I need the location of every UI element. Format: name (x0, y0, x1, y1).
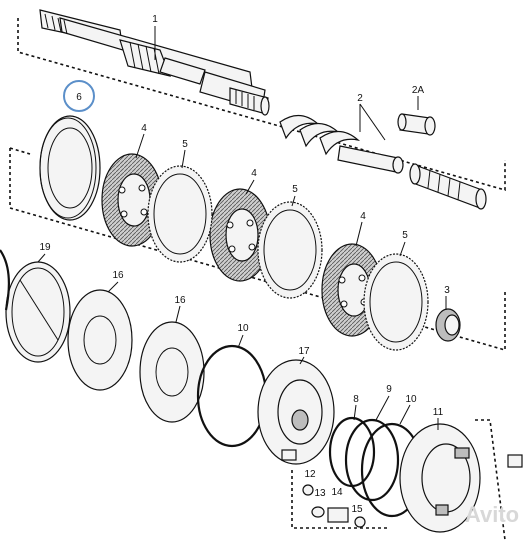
callout-4-third: 4 (360, 211, 366, 222)
sleeve-2A (397, 113, 436, 136)
group-frame-clutch-pack (9, 147, 506, 352)
callout-5-third: 5 (402, 230, 408, 241)
callout-9: 9 (386, 384, 392, 395)
needle-bearing (435, 308, 461, 342)
steel-disc-1 (147, 165, 213, 263)
callout-6: 6 (76, 92, 82, 103)
callout-8: 8 (353, 394, 359, 405)
callout-4-first: 4 (141, 123, 147, 134)
partial-ring-left (0, 249, 11, 311)
hardware-13 (311, 506, 325, 518)
callout-10-upper: 10 (237, 323, 249, 334)
callout-1: 1 (152, 14, 158, 25)
watermark: Avito (465, 502, 519, 527)
plug-right (507, 454, 523, 468)
friction-disc-2 (209, 188, 271, 282)
callout-15: 15 (351, 504, 363, 515)
callout-3: 3 (444, 285, 450, 296)
callout-16-second: 16 (174, 295, 186, 306)
bearing-shells (279, 114, 404, 174)
cylinder-housing (399, 423, 481, 533)
callout-10-lower: 10 (405, 394, 417, 405)
callout-5-first: 5 (182, 139, 188, 150)
callout-12: 12 (304, 469, 316, 480)
steel-disc-2 (257, 201, 323, 299)
seal-ring-9 (344, 418, 400, 502)
friction-disc-1 (101, 153, 163, 247)
splined-shaft-short (409, 163, 487, 210)
snap-ring (5, 261, 71, 363)
steel-disc-3 (363, 253, 429, 351)
callout-19: 19 (39, 242, 51, 253)
hardware-12 (302, 484, 314, 496)
callout-5-second: 5 (292, 184, 298, 195)
callout-2: 2 (357, 93, 363, 104)
o-ring-large (196, 344, 268, 448)
callout-14: 14 (331, 487, 343, 498)
thrust-plate (39, 115, 101, 221)
seal-ring-8 (328, 416, 376, 488)
callout-17: 17 (298, 346, 310, 357)
spacer-plate-2 (139, 321, 205, 423)
leader-lines (37, 26, 447, 430)
spacer-plate-1 (67, 289, 133, 391)
hardware-14 (327, 507, 349, 523)
callout-16-first: 16 (112, 270, 124, 281)
highlight-circle (63, 80, 95, 112)
piston (257, 359, 335, 465)
main-shaft (39, 9, 270, 116)
callout-4-second: 4 (251, 168, 257, 179)
callout-13: 13 (314, 488, 326, 499)
group-frame-piston (291, 419, 506, 540)
callout-11: 11 (433, 407, 444, 418)
callout-2A: 2A (412, 85, 425, 96)
hardware-15 (354, 516, 366, 528)
